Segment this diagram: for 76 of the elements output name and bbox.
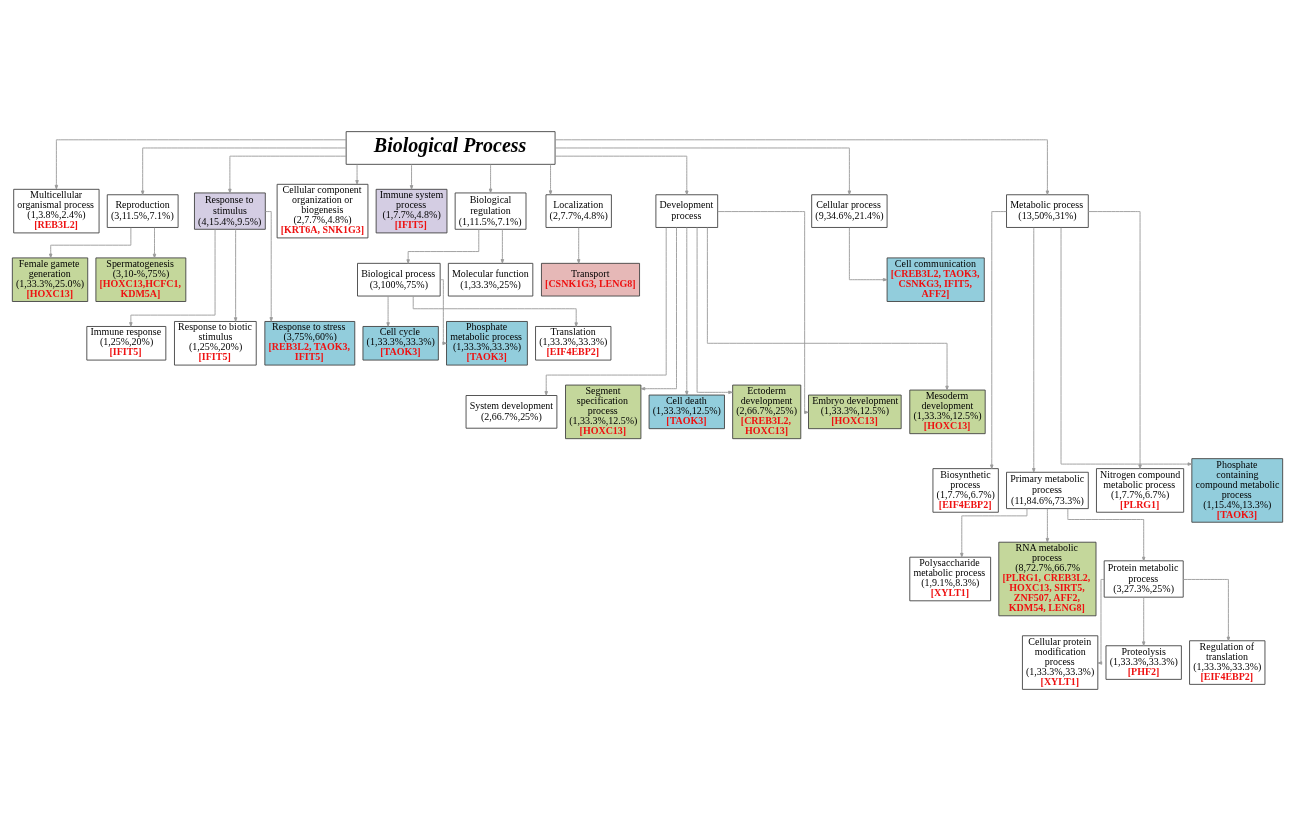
node-box: Regulation of translation (1,33.3%,33.3%) [EIF4EBP2] <box>1189 640 1266 685</box>
arrow <box>54 139 347 190</box>
node-box: Mesoderm development (1,33.3%,12.5%) [HOXC13] <box>909 389 986 435</box>
arrow <box>49 227 132 259</box>
arrow <box>439 279 447 345</box>
node-box: Molecular function (1,33.3%,25%) <box>447 262 534 297</box>
arrow <box>140 147 347 195</box>
node-box: Cellular process (9,34.6%,21.4%) <box>811 194 888 228</box>
node-box: Response to stimulus (4,15.4%,9.5%) <box>194 192 266 230</box>
arrow <box>640 227 677 391</box>
node-box: Translation (1,33.3%,33.3%) [EIF4EBP2] <box>535 326 612 361</box>
node-box: Biological process (3,100%,75%) <box>357 262 441 297</box>
node-box: Biosynthetic process (1,7.7%,6.7%) [EIF4EBP2] <box>932 468 999 513</box>
node-box: Protein metabolic process (3,27.3%,25%) <box>1103 560 1184 598</box>
arrow <box>1045 508 1050 543</box>
arrow <box>960 508 1028 558</box>
arrow <box>129 229 216 327</box>
node-box: Metabolic process (13,50%,31%) <box>1006 194 1089 228</box>
arrow <box>717 211 809 415</box>
arrow <box>409 164 414 190</box>
node-box: Immune response (1,25%,20%) [IFIT5] <box>86 326 167 361</box>
arrow <box>1087 211 1142 469</box>
node-box: Localization (2,7.7%,4.8%) <box>545 194 612 228</box>
arrow <box>1060 227 1193 466</box>
node-box: Cell death (1,33.3%,12.5%) [TAOK3] <box>648 394 725 430</box>
node-box: Embryo development (1,33.3%,12.5%) [HOXC13] <box>808 394 902 430</box>
node-box: Reproduction (3,11.5%,7.1%) <box>106 194 179 228</box>
node-box: Cell communication [CREB3L2, TAOK3, CSNKG3, IFIT5, AFF2] <box>886 257 985 302</box>
arrow <box>233 229 238 322</box>
node-box: Response to biotic stimulus (1,25%,20%) [IFIT5] <box>174 321 257 366</box>
arrow <box>576 227 581 264</box>
arrow <box>152 227 157 259</box>
arrow <box>488 164 493 194</box>
node-box: RNA metabolic process (8,72.7%,66.7% [PLRG1, CREB3L2, HOXC13, SIRT5, ZNF507, AFF2, KDM54, LENG8] <box>998 541 1097 617</box>
node-box: System development (2,66.7%,25%) <box>465 395 558 429</box>
arrow <box>265 211 273 322</box>
arrow <box>1067 508 1146 562</box>
arrow <box>412 295 578 327</box>
arrow <box>500 229 505 264</box>
node-box: Phosphate metabolic process (1,33.3%,33.3%) [TAOK3] <box>446 321 528 366</box>
node-box: Cellular protein modification process (1,33.3%,33.3%) [XYLT1] <box>1021 635 1099 690</box>
node-box: Transport [CSNK1G3, LENG8] <box>541 262 640 297</box>
arrow <box>355 164 359 185</box>
node-box: Response to stress (3,75%,60%) [REB3L2, TAOK3, IFIT5] <box>264 321 356 366</box>
node-box: Segment specification process (1,33.3%,12.5%) [HOXC13] <box>565 384 642 440</box>
arrow <box>554 139 1050 196</box>
arrow <box>1032 227 1036 473</box>
arrow <box>544 227 667 396</box>
node-box: Primary metabolic process (11,84.6%,73.3%) <box>1006 471 1089 510</box>
arrow <box>848 227 888 282</box>
node-box: Proteolysis (1,33.3%,33.3%) [PHF2] <box>1105 645 1182 680</box>
arrow <box>548 164 553 195</box>
arrow <box>1097 579 1105 665</box>
node-box: Development process <box>655 194 719 228</box>
node-box: Spermatogenesis (3,10-%,75%) [HOXC13,HCFC1, KDM5A] <box>95 257 187 302</box>
node-box: Nitrogen compound metabolic process (1,7.7%,6.7%) [PLRG1] <box>1096 468 1185 513</box>
node-box: Polysaccharide metabolic process (1,9.1%,8.3%) [XYLT1] <box>909 556 992 602</box>
node-box: Cellular component organization or biogenesis (2,7.7%,4.8%) [KRT6A, SNK1G3] <box>276 183 369 239</box>
arrow <box>1141 597 1146 646</box>
arrow <box>706 227 949 391</box>
node-box: Ectoderm development (2,66.7%,25%) [CREB3L2, HOXC13] <box>732 384 802 440</box>
node-box: Biological regulation (1,11.5%,7.1%) <box>454 192 527 230</box>
arrow <box>554 147 852 195</box>
arrow <box>386 295 390 327</box>
arrow <box>406 229 480 264</box>
node-box: Female gamete generation (1,33.3%,25.0%) [HOXC13] <box>11 257 89 302</box>
arrow <box>228 155 347 194</box>
node-box: Phosphate containing compound metabolic process (1,15.4%,13.3%) [TAOK3] <box>1191 458 1284 523</box>
node-box: Immune system process (1,7.7%,4.8%) [IFIT5] <box>375 188 448 234</box>
node-box: Biological Process <box>345 131 556 165</box>
arrow <box>685 227 689 396</box>
arrow <box>1182 579 1231 642</box>
node-box: Cell cycle (1,33.3%,33.3%) [TAOK3] <box>362 326 439 361</box>
node-box: Multicellular organismal process (1,3.8%,2.4%) [REB3L2] <box>13 188 100 234</box>
arrow <box>554 155 689 196</box>
arrow <box>696 227 733 395</box>
